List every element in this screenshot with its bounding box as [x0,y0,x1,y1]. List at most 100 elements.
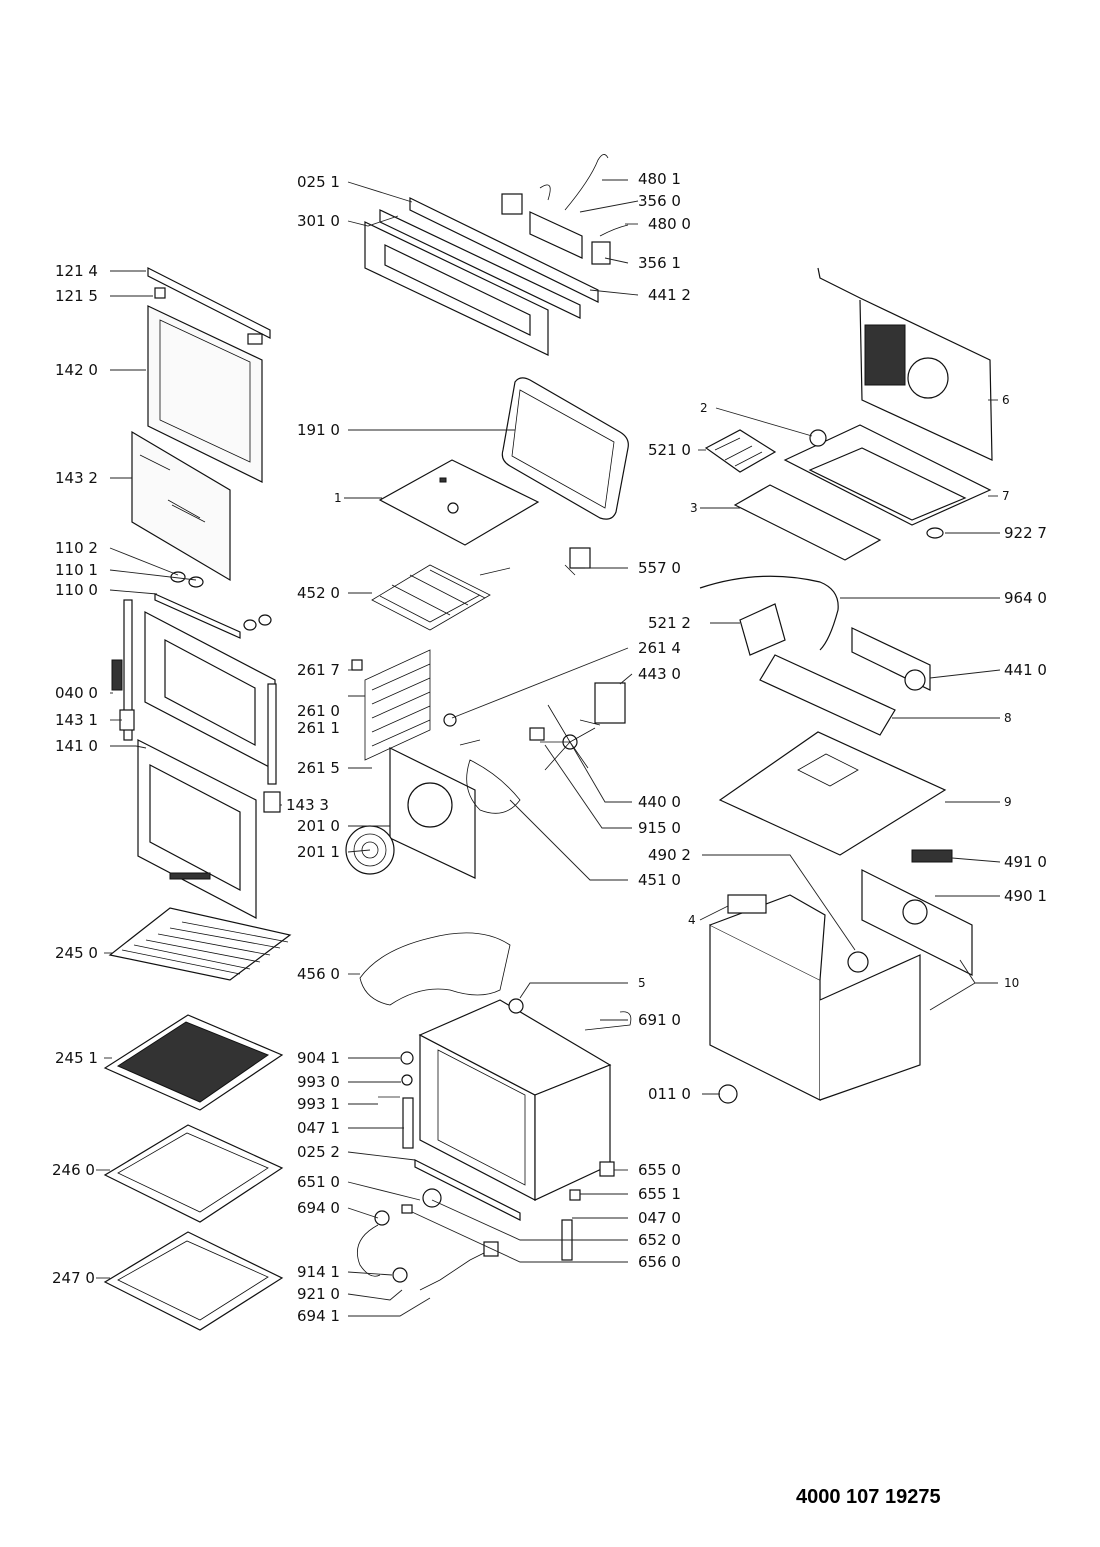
side-panel-board [861,869,973,976]
small-components [356,998,632,1291]
door-inner-glass [131,430,231,582]
callout-921-0: 921 0 [297,1285,340,1303]
wire-shelf [108,907,292,981]
callout-labels: 025 1 480 1 356 0 301 0 480 0 121 4 356 … [52,170,1047,1325]
circular-heater [459,739,521,814]
callout-655-1: 655 1 [638,1185,681,1203]
callout-694-0: 694 0 [297,1199,340,1217]
callout-7: 7 [1002,489,1010,503]
callout-993-1: 993 1 [297,1095,340,1113]
callout-143-1: 143 1 [55,711,98,729]
callout-4: 4 [688,913,696,927]
callout-441-2: 441 2 [648,286,691,304]
callout-245-1: 245 1 [55,1049,98,1067]
callout-651-0: 651 0 [297,1173,340,1191]
cooling-fan [851,627,931,691]
base-plate [718,731,947,856]
callout-441-0: 441 0 [1004,661,1047,679]
cavity [418,999,612,1201]
door-top-profile [147,267,271,345]
callout-047-1: 047 1 [297,1119,340,1137]
callout-993-0: 993 0 [297,1073,340,1091]
callout-261-5: 261 5 [297,759,340,777]
callout-5: 5 [638,976,646,990]
callout-110-1: 110 1 [55,561,98,579]
washer [926,527,944,539]
callout-694-1: 694 1 [297,1307,340,1325]
callout-521-2: 521 2 [648,614,691,632]
callout-025-1: 025 1 [297,173,340,191]
callout-143-2: 143 2 [55,469,98,487]
door-hinge-left [111,599,133,741]
callout-480-1: 480 1 [638,170,681,188]
hinge-bracket [119,709,135,731]
callout-1: 1 [334,491,342,505]
grill-pan [103,1014,284,1111]
callout-245-0: 245 0 [55,944,98,962]
callout-247-0: 247 0 [52,1269,95,1287]
callout-121-5: 121 5 [55,287,98,305]
callout-915-0: 915 0 [638,819,681,837]
callout-491-0: 491 0 [1004,853,1047,871]
callout-964-0: 964 0 [1004,589,1047,607]
callout-201-1: 201 1 [297,843,340,861]
door-clip [154,287,166,299]
callout-261-7: 261 7 [297,661,340,679]
terminal-block [911,849,953,863]
cavity-bottom-trim [414,1159,521,1221]
callout-451-0: 451 0 [638,871,681,889]
callout-440-0: 440 0 [638,793,681,811]
switch-box [739,603,786,656]
callout-490-2: 490 2 [648,846,691,864]
oven-door-seal [501,377,629,520]
callout-2: 2 [700,401,708,415]
door-outer-glass [147,305,263,483]
callout-142-0: 142 0 [55,361,98,379]
callout-655-0: 655 0 [638,1161,681,1179]
baking-tray [103,1124,284,1223]
outer-casing [709,894,921,1101]
callout-922-7: 922 7 [1004,524,1047,542]
top-cover [783,424,992,526]
thermostat [564,547,591,576]
callout-8: 8 [1004,711,1012,725]
door-outer-panel [137,739,281,919]
callout-246-0: 246 0 [52,1161,95,1179]
control-board [501,154,629,265]
callout-025-2: 025 2 [297,1143,340,1161]
fan-motor [579,682,626,726]
callout-261-4: 261 4 [638,639,681,657]
callout-691-0: 691 0 [638,1011,681,1029]
rear-panel [817,267,993,461]
heater-cover [378,459,540,546]
callout-10: 10 [1004,976,1019,990]
callout-040-0: 040 0 [55,684,98,702]
callout-047-0: 047 0 [638,1209,681,1227]
pcb [704,429,777,473]
insulation-plate [733,484,882,561]
callout-490-1: 490 1 [1004,887,1047,905]
shelf-guides [351,649,457,761]
callout-904-1: 904 1 [297,1049,340,1067]
callout-456-0: 456 0 [297,965,340,983]
callout-110-2: 110 2 [55,539,98,557]
fan-bracket [759,654,896,736]
callout-480-0: 480 0 [648,215,691,233]
callout-443-0: 443 0 [638,665,681,683]
callout-452-0: 452 0 [297,584,340,602]
lower-heater [359,932,511,1006]
callout-356-1: 356 1 [638,254,681,272]
callout-301-0: 301 0 [297,212,340,230]
callout-261-0: 261 0 [297,702,340,720]
callout-141-0: 141 0 [55,737,98,755]
callout-143-3: 143 3 [286,796,329,814]
callout-191-0: 191 0 [297,421,340,439]
leader-lines [96,179,1001,1317]
control-panel [364,197,599,356]
document-number: 4000 107 19275 [796,1486,941,1508]
callout-3: 3 [690,501,698,515]
callout-121-4: 121 4 [55,262,98,280]
callout-914-1: 914 1 [297,1263,340,1281]
fan-blade [529,704,596,771]
